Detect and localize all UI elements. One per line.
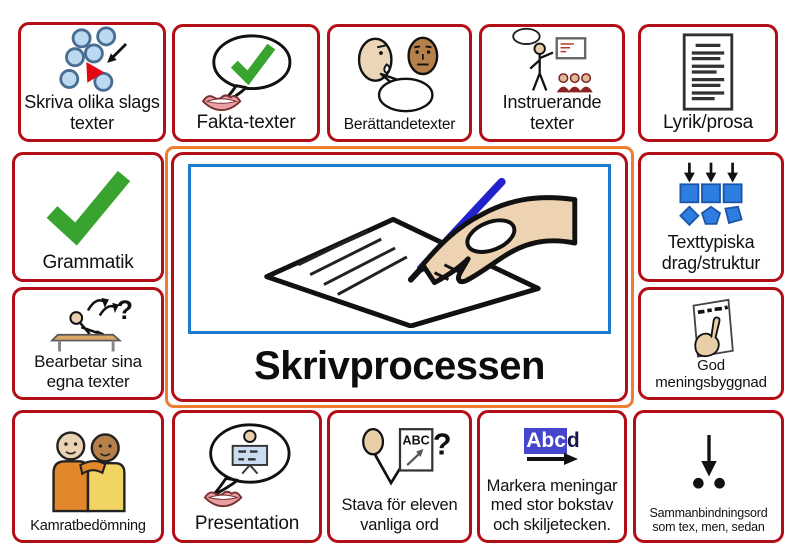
card-label: Bearbetar sina egna texter xyxy=(34,351,142,391)
highlighted-abc-text: Abc xyxy=(524,427,567,454)
card-berattande: Berättandetexter xyxy=(327,24,472,142)
question-mark: ? xyxy=(432,427,451,461)
card-grammatik: Grammatik xyxy=(12,152,164,282)
card-markera: Abcd Markera meningar med stor bokstav o… xyxy=(477,410,627,543)
card-label: Texttypiska drag/struktur xyxy=(661,231,761,273)
writing-at-desk-arrows-question-icon: ? xyxy=(49,295,133,352)
poster-title: Skrivprocessen xyxy=(254,344,545,388)
abcd-highlight-arrow-icon: Abcd xyxy=(524,427,580,465)
center-image-frame xyxy=(188,164,611,334)
card-label: Fakta-texter xyxy=(196,111,296,133)
card-label: Skriva olika slags texter xyxy=(24,91,160,133)
card-skriva-olika: Skriva olika slags texter xyxy=(18,22,166,142)
presenter-whiteboard-audience-icon xyxy=(512,27,593,93)
card-bearbetar: ? Bearbetar sina egna texter xyxy=(12,287,164,400)
card-presentation: Presentation xyxy=(172,410,322,543)
abc-text: ABC xyxy=(402,433,429,447)
two-friends-icon xyxy=(52,431,126,513)
hand-writing-pen-on-paper-icon xyxy=(263,177,577,328)
center-card-outer-frame: Skrivprocessen xyxy=(165,146,634,408)
person-abc-paper-question-icon: ABC ? xyxy=(361,427,451,486)
card-label: Markera meningar med stor bokstav och sk… xyxy=(486,476,618,534)
card-label: Instruerande texter xyxy=(502,91,602,133)
card-instruerande: Instruerande texter xyxy=(479,24,625,142)
two-faces-speech-bubble-icon xyxy=(357,36,438,113)
text-document-icon xyxy=(682,33,734,111)
scatter-circles-triangle-arrow-icon xyxy=(59,26,128,92)
card-label: Grammatik xyxy=(42,251,134,273)
card-label: Berättandetexter xyxy=(343,115,456,133)
card-lyrik: Lyrik/prosa xyxy=(638,24,778,142)
arrows-onto-blue-shapes-icon xyxy=(679,162,743,226)
card-label: Lyrik/prosa xyxy=(662,111,754,133)
green-check-icon xyxy=(46,170,131,246)
speech-bubble-check-mouth-icon xyxy=(201,34,292,111)
card-label: God meningsbyggnad xyxy=(655,356,767,392)
card-god-mening: God meningsbyggnad xyxy=(638,287,784,400)
card-fakta: Fakta-texter xyxy=(172,24,320,142)
card-label: Sammanbindningsord som tex, men, sedan xyxy=(649,505,768,535)
card-texttypiska: Texttypiska drag/struktur xyxy=(638,152,784,282)
card-stava: ABC ? Stava för eleven vanliga ord xyxy=(327,410,472,543)
card-label: Stava för eleven vanliga ord xyxy=(341,496,458,534)
down-arrow-between-dots-icon xyxy=(692,434,725,489)
card-kamrat: Kamratbedömning xyxy=(12,410,164,543)
card-label: Kamratbedömning xyxy=(30,517,146,534)
speech-bubble-presentation-mouth-icon xyxy=(203,423,291,508)
card-skrivprocessen: Skrivprocessen xyxy=(171,152,628,402)
plain-d-text: d xyxy=(566,428,580,452)
finger-pointing-at-text-icon xyxy=(692,298,734,358)
question-mark: ? xyxy=(117,295,133,325)
card-label: Presentation xyxy=(194,512,300,534)
card-sammanbindning: Sammanbindningsord som tex, men, sedan xyxy=(633,410,784,543)
right-arrow-icon xyxy=(527,452,579,465)
